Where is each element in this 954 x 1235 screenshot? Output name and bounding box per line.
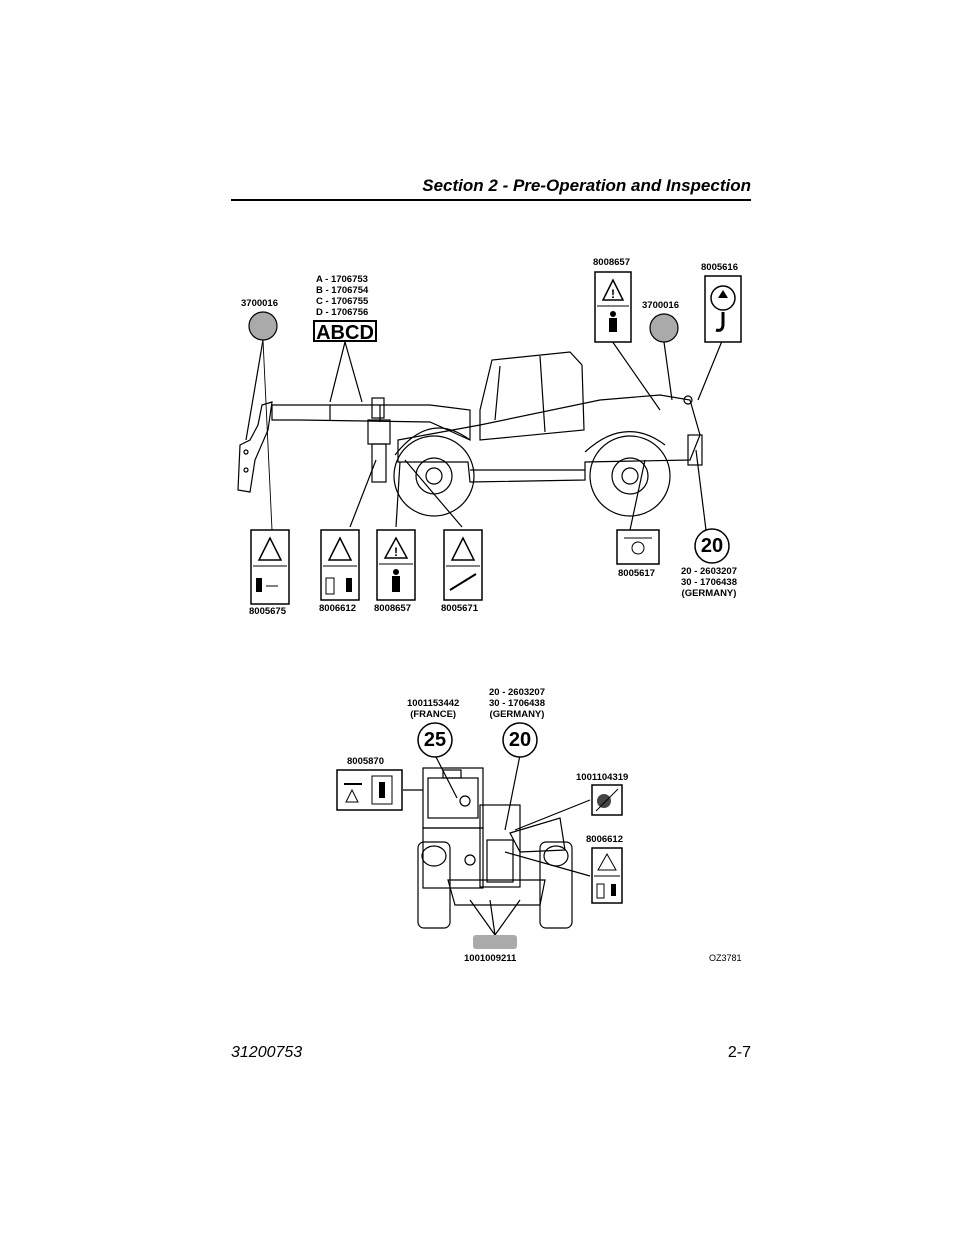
callout-circle-25: [417, 722, 453, 758]
label-germany-bottom: 20 - 2603207 30 - 1706438 (GERMANY): [489, 687, 545, 720]
figure-reference: OZ3781: [709, 953, 742, 963]
document-number: 31200753: [231, 1044, 303, 1061]
code-c: C - 1706755: [316, 296, 369, 307]
header-rule: [231, 199, 751, 201]
decal-8005617: [616, 529, 660, 565]
telehandler-rear-view: [403, 754, 591, 936]
decal-8006612-top: [320, 529, 360, 601]
callout-circle-20-bottom: [502, 722, 538, 758]
label-1001009211: 1001009211: [464, 953, 517, 964]
decal-8005675: [250, 529, 290, 605]
circle-25-number: 25: [423, 729, 447, 751]
page-number: 2-7: [727, 1044, 751, 1061]
label-1001104319: 1001104319: [576, 772, 629, 783]
boom-decal-codes: A - 1706753 B - 1706754 C - 1706755 D - …: [316, 274, 368, 318]
decal-8008657-bottom: !: [376, 529, 416, 601]
code-b: B - 1706754: [316, 285, 369, 296]
decal-8005616: [704, 275, 742, 343]
svg-text:!: !: [394, 545, 398, 559]
circle-20-bottom-number: 20: [508, 729, 532, 751]
plate-1001009211: [473, 935, 517, 949]
label-3700016-right: 3700016: [642, 300, 679, 311]
label-8005671: 8005671: [441, 603, 478, 614]
boom-decal-abcd: ABCD: [313, 320, 377, 344]
germany-country: (GERMANY): [489, 709, 545, 720]
decal-1001104319: [591, 784, 623, 816]
label-3700016-left: 3700016: [241, 298, 278, 309]
line-20: 20 - 2603207: [681, 566, 737, 577]
label-8005675: 8005675: [249, 606, 286, 617]
label-8005616: 8005616: [701, 262, 738, 273]
label-8006612-bottom: 8006612: [586, 834, 623, 845]
decal-8006612-bottom: [591, 847, 623, 904]
france-code: 1001153442: [407, 698, 460, 709]
decal-8005671: [443, 529, 483, 601]
label-8005617: 8005617: [618, 568, 655, 579]
line-30: 30 - 1706438: [681, 577, 737, 588]
code-d: D - 1706756: [316, 307, 369, 318]
decal-8008657-top: !: [594, 271, 632, 343]
label-20-30-germany-top: 20 - 2603207 30 - 1706438 (GERMANY): [681, 566, 737, 599]
germany-line-30: 30 - 1706438: [489, 698, 545, 709]
label-8005870: 8005870: [347, 756, 384, 767]
code-a: A - 1706753: [316, 274, 368, 285]
svg-text:!: !: [611, 287, 615, 301]
line-germany: (GERMANY): [681, 588, 737, 599]
circle-20-top-number: 20: [700, 535, 724, 557]
label-8008657-top: 8008657: [593, 257, 630, 268]
france-country: (FRANCE): [410, 709, 457, 720]
label-france: 1001153442 (FRANCE): [407, 698, 459, 720]
germany-line-20: 20 - 2603207: [489, 687, 545, 698]
decal-8005870: [336, 769, 403, 811]
callout-circle-20-top: [694, 528, 730, 564]
section-title: Section 2 - Pre-Operation and Inspection: [422, 176, 751, 195]
label-8006612-top: 8006612: [319, 603, 356, 614]
label-8008657-bottom: 8008657: [374, 603, 411, 614]
